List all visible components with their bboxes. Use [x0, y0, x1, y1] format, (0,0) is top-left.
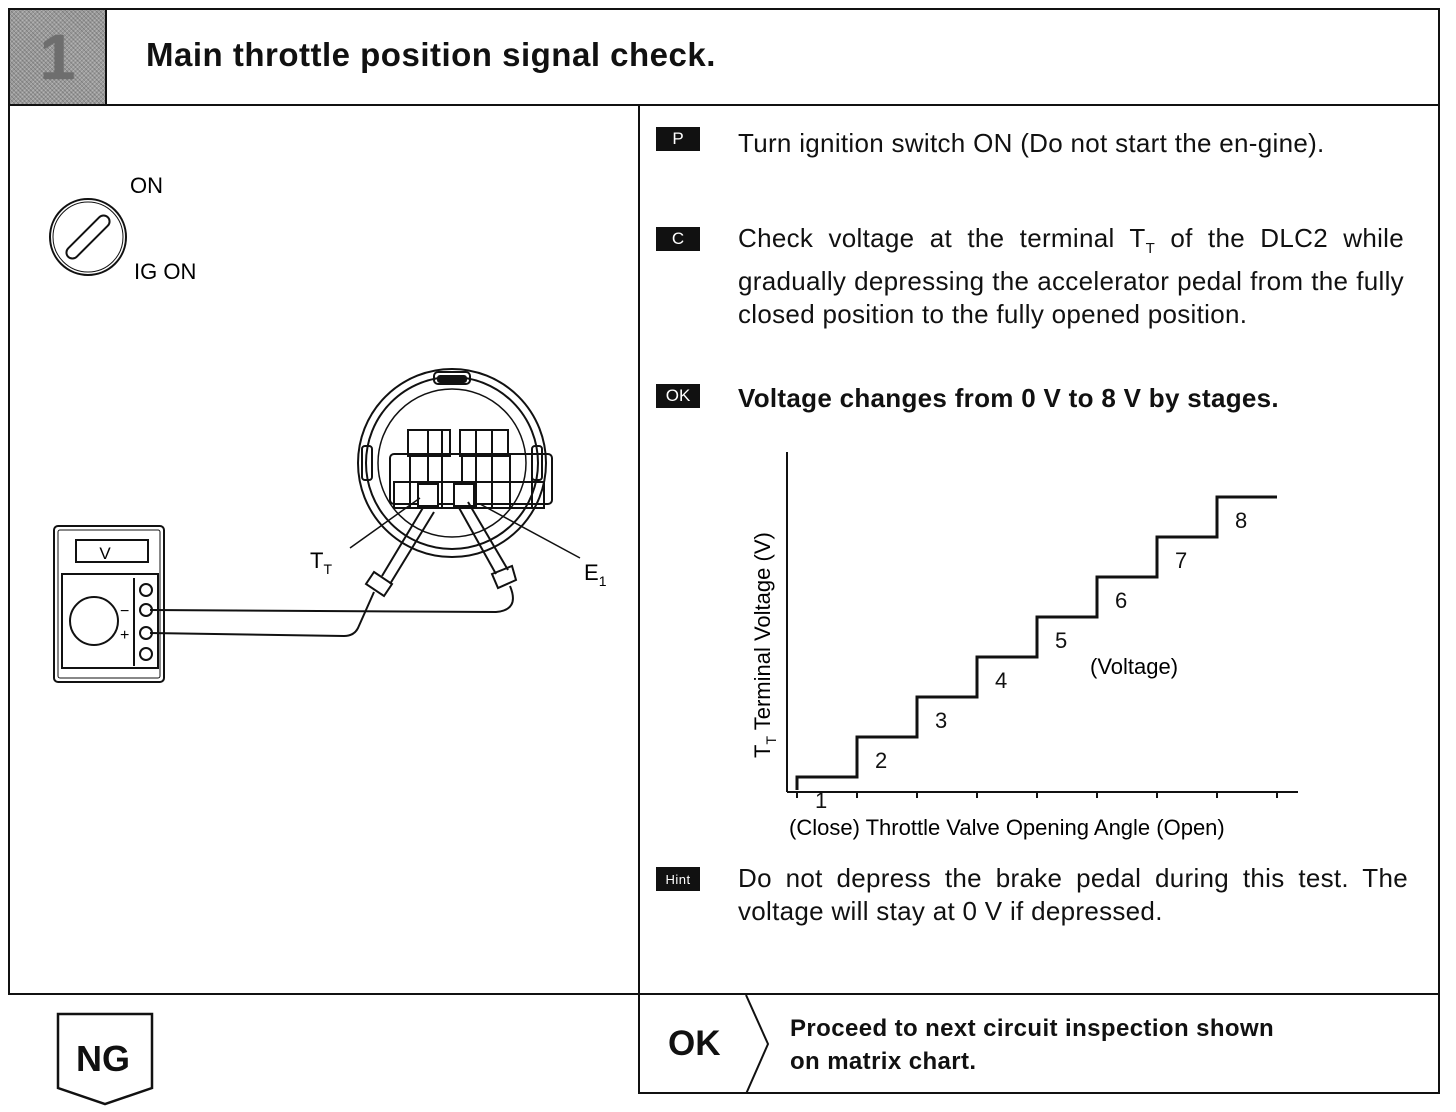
test-probes-icon — [149, 497, 581, 638]
step-label: 8 — [1235, 508, 1247, 533]
ignition-switch-icon — [49, 198, 127, 276]
chart-xlabel: (Close) Throttle Valve Opening Angle (Op… — [789, 815, 1225, 840]
ok-chevron — [745, 995, 770, 1094]
step-label: 5 — [1055, 628, 1067, 653]
voltage-step-chart: 1 2 3 4 5 6 7 8 TT Terminal Voltage (V) (Close)… — [750, 452, 1298, 840]
ng-label: NG — [76, 1038, 130, 1079]
column-divider — [638, 106, 640, 1094]
voltmeter-icon — [53, 525, 165, 683]
step-label: 7 — [1175, 548, 1187, 573]
voltage-step-line — [795, 495, 1277, 790]
step-label: 6 — [1115, 588, 1127, 613]
badge-ok: OK — [656, 384, 700, 408]
dlc2-connector-icon — [357, 368, 553, 558]
instruction-hint-text: Do not depress the brake pedal during th… — [738, 863, 1408, 926]
terminal-tt-label: TT — [310, 548, 332, 577]
content-frame — [8, 106, 1440, 995]
ng-arrow-box — [56, 1012, 154, 1106]
terminal-e1-label: E1 — [584, 560, 607, 589]
badge-hint: Hint — [656, 867, 700, 891]
instruction-c-text: Check voltage at the terminal TT of the … — [738, 223, 1405, 330]
step-label: 1 — [815, 788, 827, 813]
badge-p: P — [656, 127, 700, 151]
page-title: Main throttle position signal check. — [146, 36, 716, 73]
ok-result-box — [638, 995, 1440, 1094]
instruction-p-text: Turn ignition switch ON (Do not start th… — [738, 128, 1325, 158]
ok-next-step-text: Proceed to next circuit inspection shown… — [790, 1015, 1275, 1075]
step-label: 2 — [875, 748, 887, 773]
step-number: 1 — [39, 21, 76, 93]
chart-ylabel: TT Terminal Voltage (V) — [750, 532, 779, 758]
step-labels: 1 2 3 4 5 6 7 8 — [815, 508, 1247, 813]
voltmeter-label: V — [99, 544, 111, 563]
chart-axes — [786, 452, 1298, 798]
chart-annotation: (Voltage) — [1090, 654, 1178, 679]
instruction-ok-text: Voltage changes from 0 V to 8 V by stage… — [738, 383, 1279, 413]
meter-minus-label: − — [120, 603, 129, 620]
badge-c: C — [656, 227, 700, 251]
step-number-box: 1 — [8, 8, 107, 106]
step-label: 3 — [935, 708, 947, 733]
meter-plus-label: + — [120, 627, 129, 644]
ok-label: OK — [668, 1024, 721, 1063]
switch-ig-on-label: IG ON — [134, 259, 196, 284]
wiring-diagram: ON IG ON — [49, 173, 607, 683]
step-label: 4 — [995, 668, 1007, 693]
switch-on-label: ON — [130, 173, 163, 198]
